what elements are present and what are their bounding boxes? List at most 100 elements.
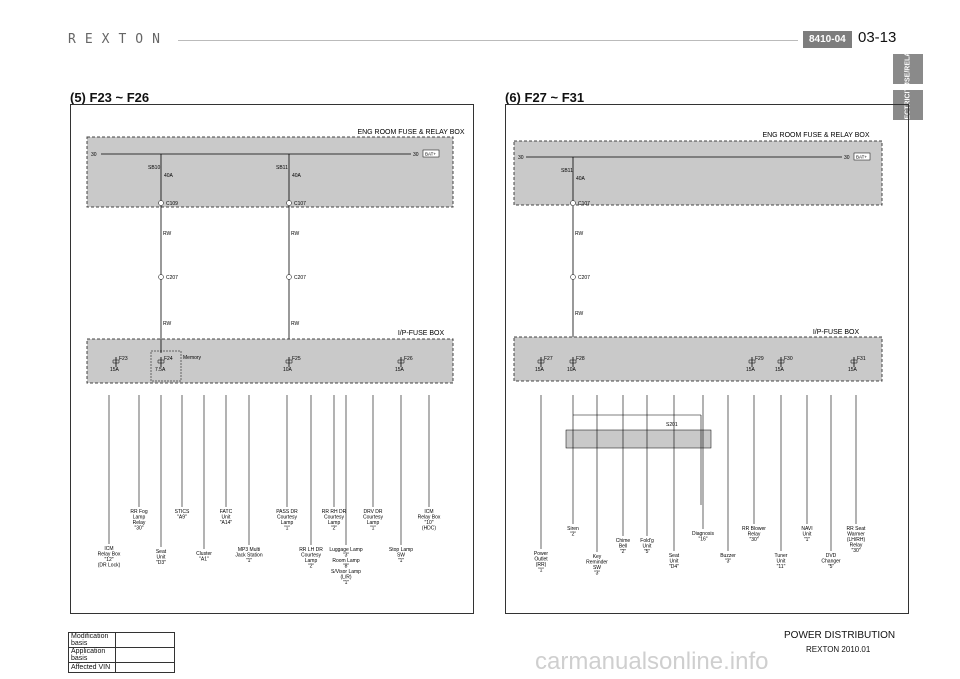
left-load-line-5-2: "A14" bbox=[220, 520, 233, 526]
left-fuse-name-3: F26 bbox=[404, 356, 413, 362]
left-wire-rw-3: RW bbox=[163, 321, 172, 327]
left-load-line-7-2: Lamp bbox=[281, 520, 294, 526]
left-load-line-6-2: "1" bbox=[246, 558, 253, 564]
left-load-line-11-3: "1" bbox=[370, 526, 377, 532]
left-load-line-10-2: Room Lamp bbox=[332, 558, 359, 564]
left-fuse-symbol-1 bbox=[157, 359, 165, 364]
right-load-line-0-0: Power bbox=[534, 551, 549, 557]
left-load-line-6-1: Jack Station bbox=[235, 553, 262, 559]
right-fuse-amp-4: 15A bbox=[848, 367, 858, 373]
left-fuse-amp-0: 15A bbox=[110, 367, 120, 373]
left-load-label-4: Cluster"A1" bbox=[196, 551, 212, 563]
left-load-line-0-3: (DR Lock) bbox=[98, 563, 121, 569]
left-load-line-7-3: "1" bbox=[284, 526, 291, 532]
right-eng-box-label: ENG ROOM FUSE & RELAY BOX bbox=[762, 132, 869, 139]
left-load-line-7-0: PASS DR bbox=[276, 509, 298, 515]
right-load-line-2-1: Reminder bbox=[586, 560, 608, 566]
right-wiring-diagram: ENG ROOM FUSE & RELAY BOX 30 30 BAT+ SB1… bbox=[513, 132, 883, 577]
affected-vin-value bbox=[115, 662, 175, 673]
right-load-label-7: Buzzer"3" bbox=[720, 553, 736, 565]
right-load-line-5-1: Unit bbox=[670, 559, 680, 565]
watermark: carmanualsonline.info bbox=[535, 648, 769, 675]
left-load-line-8-3: "2" bbox=[308, 564, 315, 570]
left-fuse-symbol-0 bbox=[112, 359, 120, 364]
right-fuse-name-3: F30 bbox=[784, 356, 793, 362]
left-load-line-0-2: "12" bbox=[104, 557, 113, 563]
right-wire-rw-2: RW bbox=[575, 311, 584, 317]
mod-basis-value bbox=[115, 632, 175, 648]
left-wire-rw-4: RW bbox=[291, 321, 300, 327]
right-load-line-3-1: Bell bbox=[619, 544, 627, 550]
right-load-line-12-4: "30" bbox=[851, 548, 860, 554]
sb10-amp: 40A bbox=[164, 173, 174, 179]
right-load-line-0-3: "1" bbox=[538, 568, 545, 574]
left-load-line-13-3: (HDC) bbox=[422, 526, 436, 532]
memory-label: Memory bbox=[183, 355, 202, 361]
tab-fuse-relay[interactable]: FUSE/RELAY bbox=[893, 47, 923, 91]
right-load-line-6-0: Diagnosis bbox=[692, 531, 714, 537]
left-load-line-9-0: RR RH DR bbox=[322, 509, 347, 515]
left-load-line-1-2: Relay bbox=[133, 520, 146, 526]
right-bat-plus-label: BAT+ bbox=[856, 155, 867, 160]
right-load-line-9-2: "11" bbox=[777, 564, 786, 570]
right-fuse-name-1: F28 bbox=[576, 356, 585, 362]
rail-30-right: 30 bbox=[413, 152, 419, 158]
left-load-line-3-0: STICS bbox=[175, 509, 190, 515]
right-load-line-12-1: Warmer bbox=[847, 532, 865, 538]
c207-left-b: C207 bbox=[294, 275, 306, 281]
left-load-line-3-1: "A9" bbox=[177, 515, 187, 521]
left-wiring-diagram: ENG ROOM FUSE & RELAY BOX 30 30 BAT+ SB1… bbox=[86, 129, 465, 586]
left-load-line-2-1: Unit bbox=[157, 555, 167, 561]
right-load-line-11-1: Changer bbox=[821, 559, 841, 565]
right-load-line-9-0: Tuner bbox=[775, 553, 788, 559]
rail-30-left: 30 bbox=[91, 152, 97, 158]
right-load-line-12-3: Relay bbox=[850, 543, 863, 549]
left-fuse-name-0: F23 bbox=[119, 356, 128, 362]
right-rail-30-left: 30 bbox=[518, 155, 524, 161]
left-load-line-10-0: Luggage Lamp bbox=[329, 547, 363, 553]
left-ip-box-label: I/P-FUSE BOX bbox=[398, 330, 445, 337]
left-load-line-1-1: Lamp bbox=[133, 515, 146, 521]
right-load-line-8-2: "30" bbox=[749, 537, 758, 543]
footer-subtitle: REXTON 2010.01 bbox=[806, 645, 871, 654]
s201-label: S201 bbox=[666, 422, 678, 428]
left-fuse-symbol-2 bbox=[285, 359, 293, 364]
left-load-line-13-0: ICM bbox=[424, 509, 433, 515]
right-load-line-0-1: Outlet bbox=[534, 557, 548, 563]
left-load-line-10-3: "8" bbox=[343, 564, 350, 570]
left-load-line-1-3: "30" bbox=[134, 526, 143, 532]
right-fuse-symbol-0 bbox=[537, 359, 545, 364]
modification-table: Modification basis Application basis Aff… bbox=[68, 632, 175, 673]
c207-left-a: C207 bbox=[166, 275, 178, 281]
right-load-line-5-2: "D4" bbox=[669, 564, 679, 570]
left-load-line-8-0: RR LH DR bbox=[299, 547, 323, 553]
right-load-line-11-0: DVD bbox=[826, 553, 837, 559]
right-rail-30-right: 30 bbox=[844, 155, 850, 161]
left-load-line-13-1: Relay Box bbox=[418, 515, 441, 521]
right-fuse-name-0: F27 bbox=[544, 356, 553, 362]
c107-label: C107 bbox=[294, 201, 306, 207]
left-load-line-2-2: "D3" bbox=[156, 560, 166, 566]
right-load-label-1: Siren"2" bbox=[567, 526, 579, 538]
right-load-line-4-1: Unit bbox=[643, 544, 653, 550]
right-fuse-symbol-3 bbox=[777, 359, 785, 364]
sb10-label: SB10 bbox=[148, 165, 160, 171]
right-load-line-1-1: "2" bbox=[570, 532, 577, 538]
page-number: 03-13 bbox=[858, 29, 897, 46]
right-load-line-4-2: "5" bbox=[644, 549, 651, 555]
left-eng-box-label: ENG ROOM FUSE & RELAY BOX bbox=[357, 129, 464, 136]
right-fuse-symbol-2 bbox=[748, 359, 756, 364]
right-load-line-2-3: "3" bbox=[594, 571, 601, 577]
